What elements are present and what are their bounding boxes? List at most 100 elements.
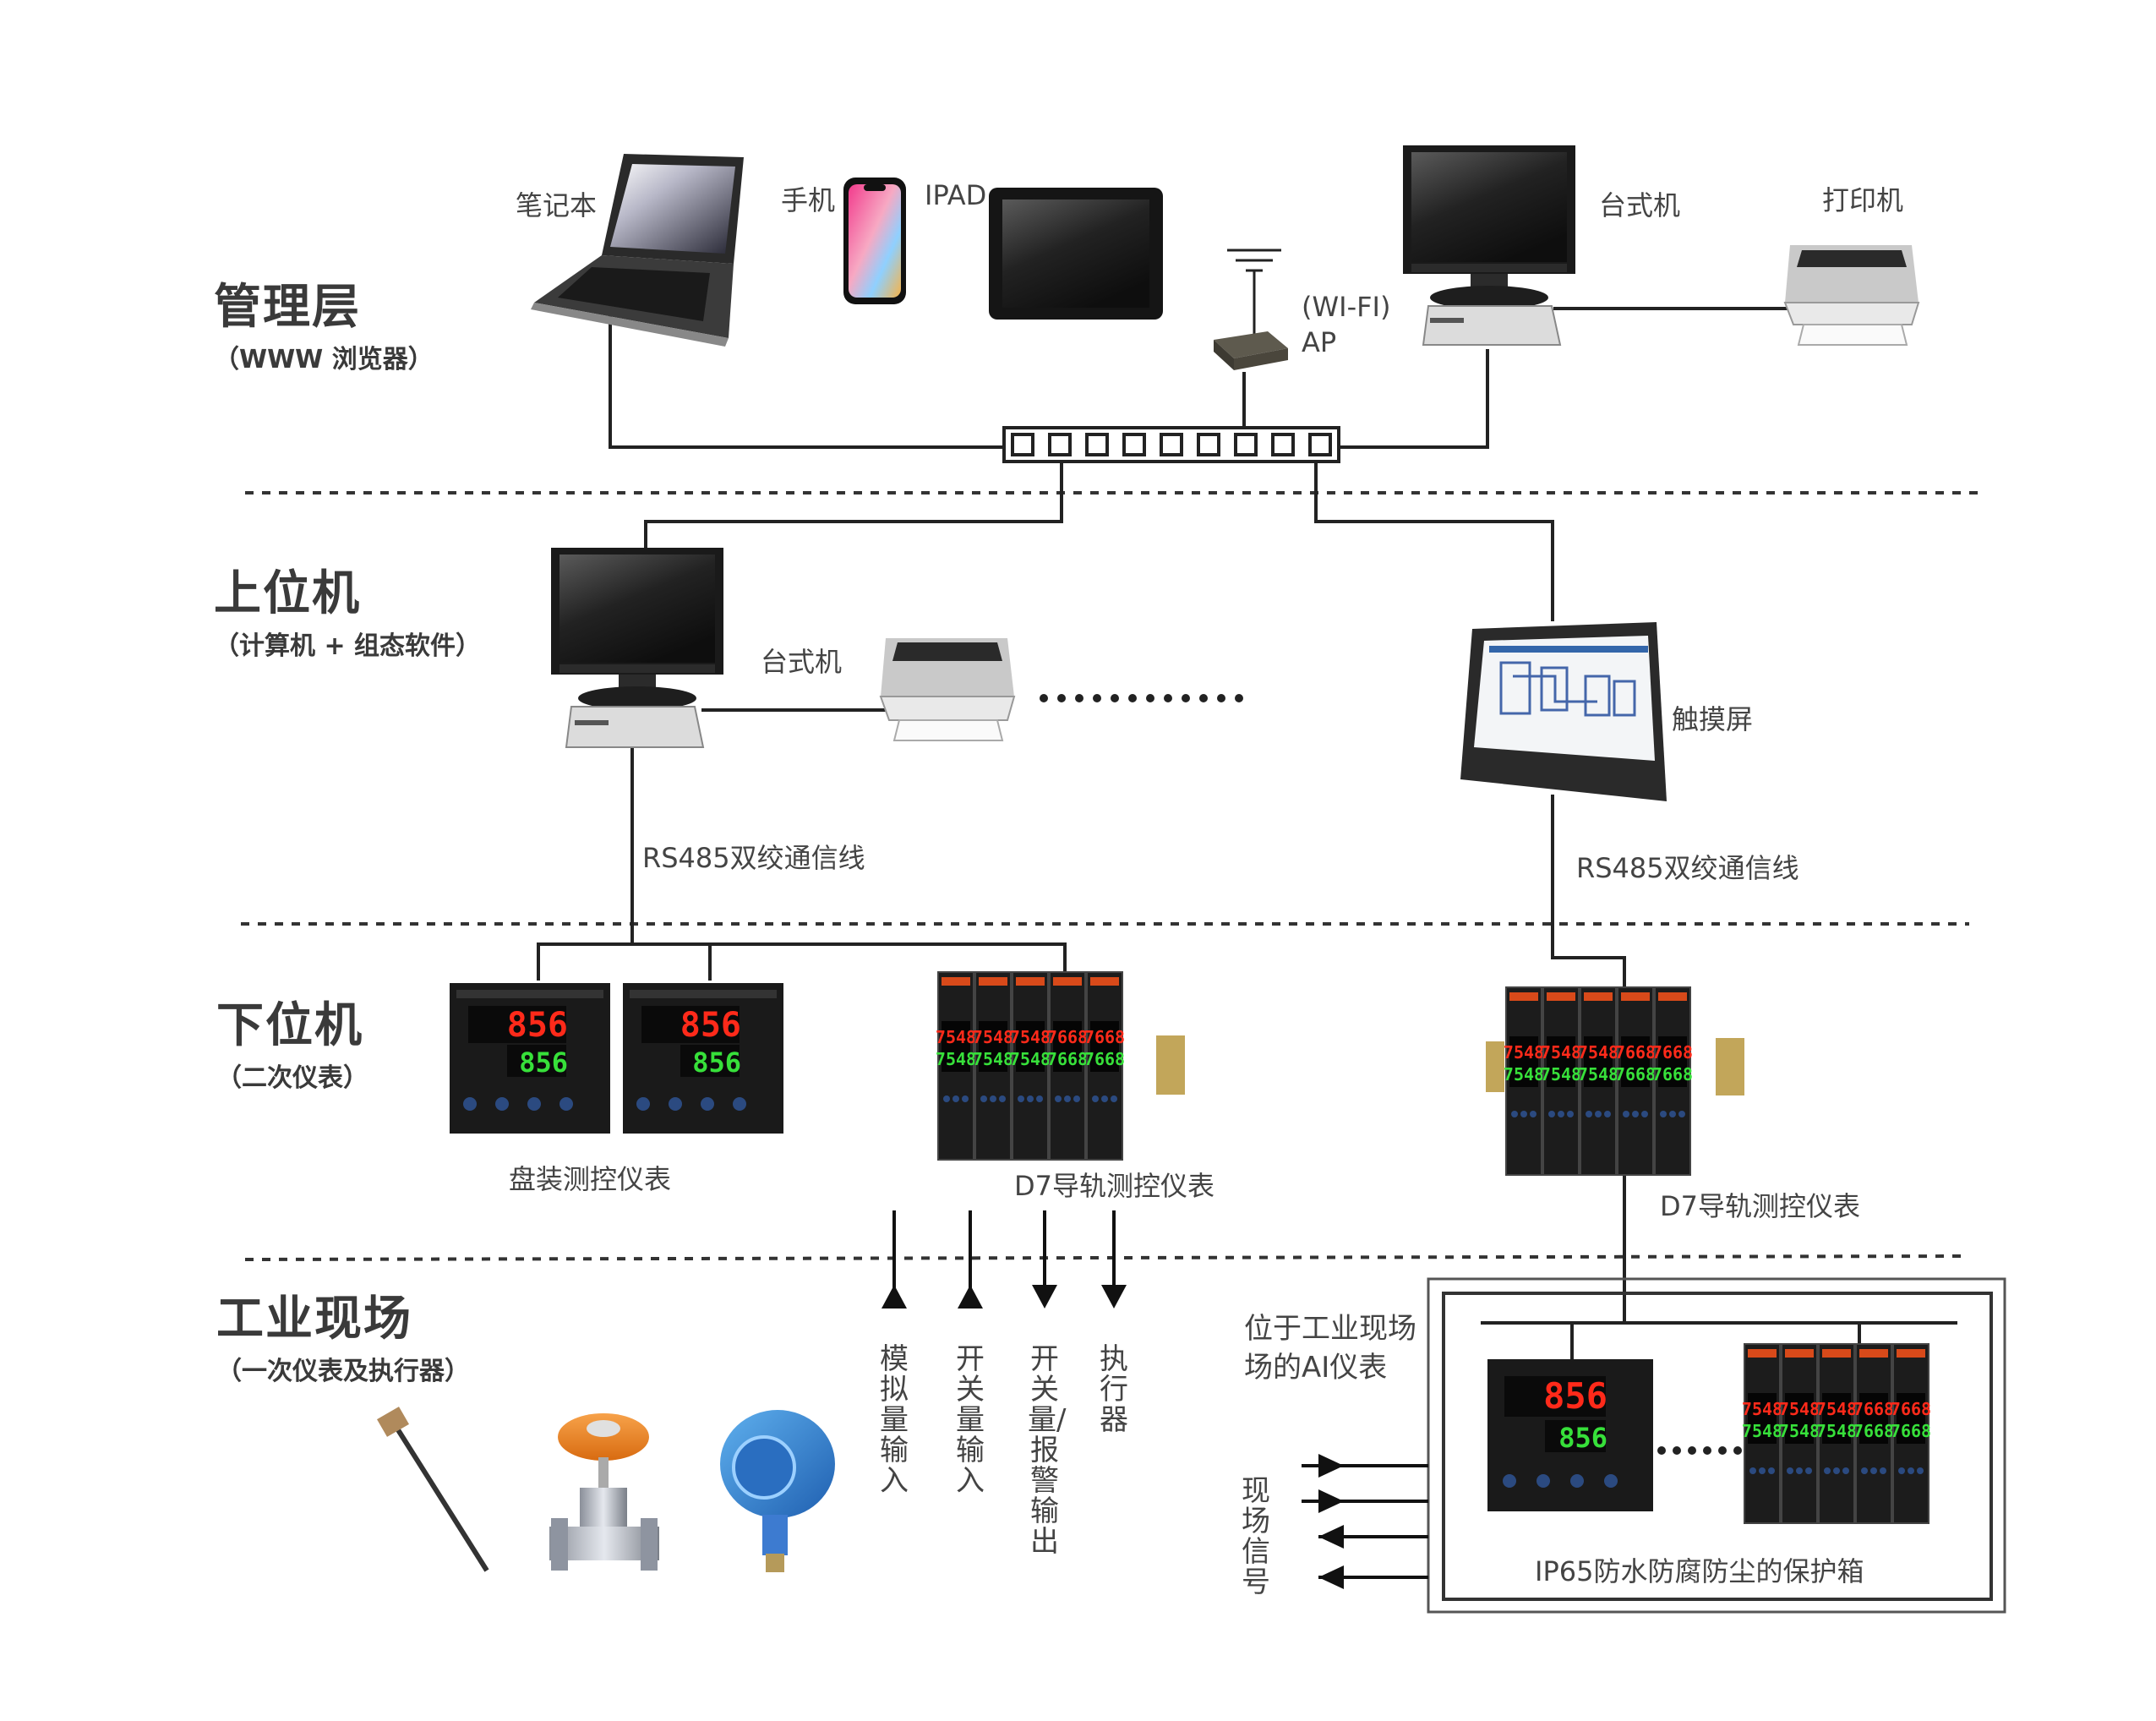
rs485-label-right: RS485双绞通信线 [1576, 852, 1799, 884]
rail-meter-bottom-reading: 7668 [1853, 1421, 1894, 1441]
printer-icon [879, 638, 1016, 741]
tablet-icon [989, 188, 1163, 320]
rail-meter-groups: 7548754875487548754875487668766876687668… [936, 971, 1931, 1524]
rs485-left-bus [537, 942, 1067, 981]
laptop-icon [531, 154, 744, 347]
panel-meter-2-sv: 856 [692, 1046, 741, 1079]
box-meter-sv: 856 [1558, 1422, 1607, 1454]
tier-subtitle-management: （WWW 浏览器） [214, 345, 434, 374]
rail-meter-top-reading: 7668 [1652, 1042, 1693, 1063]
printer-icon [1783, 245, 1920, 346]
panel-meter-1-sv: 856 [519, 1046, 568, 1079]
io-label-digital-output: 开关量/报警输出 [1028, 1342, 1067, 1559]
switch-to-touchscreen-line [1314, 459, 1554, 621]
rail-meter-top-reading: 7548 [1504, 1042, 1544, 1063]
pressure-transmitter-icon [720, 1410, 835, 1572]
panel-meter-icon: 856 856 [450, 983, 610, 1134]
io-label-digital-input: 开关量输入 [956, 1342, 985, 1498]
rail-meter-bottom-reading: 7548 [1504, 1064, 1544, 1085]
ap-label-line2: AP [1302, 326, 1337, 358]
ipad-label: IPAD [925, 179, 987, 211]
field-signal-label: 现场信号 [1242, 1474, 1270, 1599]
laptop-to-switch-line [609, 314, 1006, 449]
rail-meter-bottom-reading: 7548 [1541, 1064, 1581, 1085]
rail-meter-top-reading: 7548 [973, 1027, 1013, 1047]
smartphone-icon [843, 178, 906, 304]
panel-meter-2-pv: 856 [680, 1006, 741, 1045]
tier-subtitle-upper: （计算机 + 组态软件） [214, 631, 482, 661]
touchscreen-label: 触摸屏 [1672, 703, 1754, 735]
rail-meter-top-reading: 7548 [1816, 1399, 1857, 1419]
rail-meter-bottom-reading: 7668 [1047, 1049, 1088, 1069]
network-switch-icon [1002, 426, 1340, 463]
printer-label: 打印机 [1822, 184, 1904, 216]
rail-meter-top-reading: 7548 [1578, 1042, 1618, 1063]
control-valve-icon [549, 1413, 659, 1571]
io-arrows [882, 1210, 1127, 1309]
rs485-right-line [1551, 795, 1626, 987]
rail-meter-bottom-reading: 7548 [1010, 1049, 1051, 1069]
rail-meter-bottom-reading: 7668 [1084, 1049, 1125, 1069]
tier-separators [241, 491, 1978, 1261]
d7-rail-label-left: D7导轨测控仪表 [1014, 1170, 1215, 1202]
box-meter-pv: 856 [1543, 1375, 1607, 1417]
rail-meter-bottom-reading: 7668 [1615, 1064, 1656, 1085]
tier-title-lower: 下位机 [216, 998, 363, 1053]
panel-meter-1-pv: 856 [507, 1006, 568, 1045]
desktop-computer-icon [551, 548, 723, 748]
tier-title-field: 工业现场 [216, 1292, 412, 1347]
tier-title-upper: 上位机 [214, 566, 361, 621]
rail-meter-top-reading: 7548 [1779, 1399, 1820, 1419]
switch-to-upper-pc-line [644, 459, 1063, 549]
rail-meter-bottom-reading: 7548 [1779, 1421, 1820, 1441]
phone-label: 手机 [781, 184, 836, 216]
rail-meter-top-reading: 7668 [1047, 1027, 1088, 1047]
tier-subtitle-field: （一次仪表及执行器） [216, 1357, 470, 1386]
enclosure-label: IP65防水防腐防尘的保护箱 [1535, 1555, 1864, 1587]
wifi-router-icon [1214, 249, 1288, 370]
d7-rail-label-right: D7导轨测控仪表 [1660, 1190, 1861, 1222]
panel-meter-icon: 856 856 [623, 983, 783, 1134]
field-signal-arrows [1302, 1454, 1428, 1589]
tier-title-management: 管理层 [214, 280, 361, 335]
desktop-to-switch-line [1337, 349, 1489, 449]
rail-meter-bottom-reading: 7548 [1742, 1421, 1782, 1441]
rail-meter-bottom-reading: 7548 [1816, 1421, 1857, 1441]
field-meter-note-line1: 位于工业现场 [1244, 1312, 1416, 1346]
rail-meter-bottom-reading: 7548 [1578, 1064, 1618, 1085]
rail-meter-top-reading: 7548 [1010, 1027, 1051, 1047]
rail-meter-top-reading: 7668 [1891, 1399, 1931, 1419]
rail-meter-bottom-reading: 7548 [973, 1049, 1013, 1069]
connection-lines [537, 307, 1957, 1359]
rs485-label-left: RS485双绞通信线 [642, 842, 865, 874]
io-label-analog-input: 模拟量输入 [880, 1342, 909, 1498]
rail-meter-top-reading: 7548 [1742, 1399, 1782, 1419]
protective-enclosure [1427, 1277, 2006, 1614]
panel-meter-icon: 856 856 [1487, 1359, 1653, 1511]
more-devices-dots [1040, 694, 1243, 702]
desktop-computer-icon [1403, 145, 1575, 346]
field-meter-note-line2: 场的AI仪表 [1244, 1351, 1388, 1385]
rail-meter-top-reading: 7668 [1615, 1042, 1656, 1063]
rail-meter-bottom-reading: 7668 [1891, 1421, 1931, 1441]
ap-label-line1: (WI-FI) [1302, 291, 1391, 323]
